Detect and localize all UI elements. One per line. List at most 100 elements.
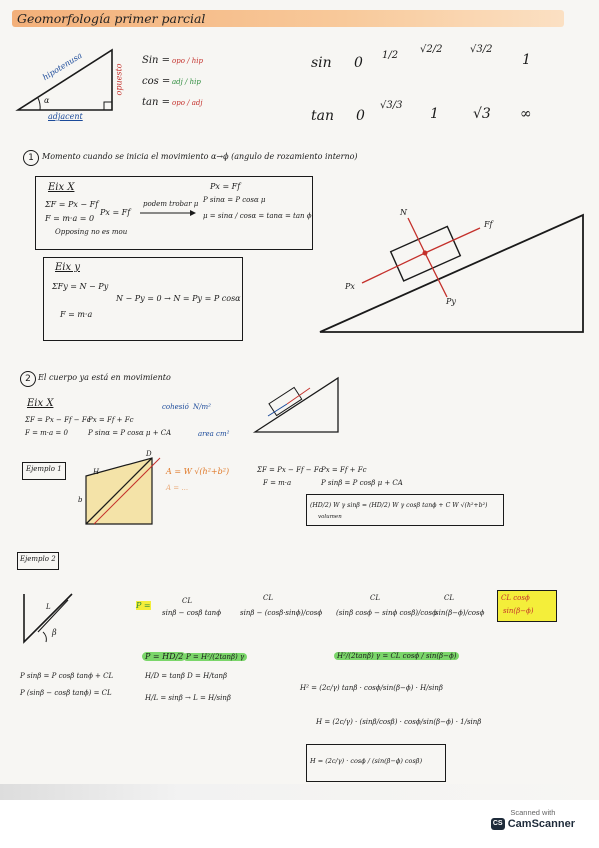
camscanner-logo: CS CamScanner (490, 818, 575, 830)
force-py-label: Py (446, 297, 456, 306)
section1-eq3: Px = Ff (100, 208, 131, 217)
sin-row-1: 0 (354, 55, 363, 71)
ejemplo1-r2: P sinβ = P cosβ μ + CA (321, 479, 403, 487)
section1-res3: μ = sinα / cosα = tanα = tan ϕ (203, 212, 312, 220)
camscanner-watermark: Scanned with CS CamScanner (490, 808, 575, 830)
ejemplo1-vol: volumen (318, 514, 342, 520)
ejemplo2-l2: P (sinβ − cosβ tanϕ) = CL (20, 689, 112, 697)
green-eq1: P = HD/2 (142, 652, 187, 661)
section1-x-box (35, 176, 313, 250)
section1-res2: P sinα = P cosα μ (203, 196, 266, 204)
section1-arrow (140, 210, 196, 216)
trig-triangle (15, 48, 113, 111)
green-eq2: H²/(2tanβ) γ = CL cosϕ / sin(β−ϕ) (334, 652, 460, 660)
section1-note: Opposing no es mou (55, 228, 128, 236)
green-eq1b: P = H²/(2tanβ) γ (183, 653, 248, 661)
ejemplo1-r1: Px = Ff + Fc (321, 466, 367, 474)
frac3-num: CL (370, 594, 381, 602)
sin-frac: opo / hip (172, 57, 203, 65)
ejemplo2-final: H = (2c/γ) · cosϕ / (sin(β−ϕ) cosβ) (310, 757, 423, 765)
camscanner-icon: CS (490, 818, 505, 830)
title-highlight (12, 10, 564, 27)
section1-y-eq2: F = m·a (60, 310, 93, 319)
ejemplo1-a-eq: A = W √(h²+b²) (166, 467, 230, 476)
frac4-den: sin(β−ϕ)/cosϕ (435, 609, 485, 617)
section1-eix-x: Eix X (48, 182, 75, 193)
ejemplo1-eq2: F = m·a (263, 479, 292, 487)
tan-row-4: √3 (473, 106, 491, 122)
ejemplo2-r1: H² = (2c/γ) tanβ · cosϕ/sin(β−ϕ) · H/sin… (300, 684, 443, 692)
tan-row-5: ∞ (520, 106, 532, 122)
ejemplo1-h: H (93, 468, 100, 476)
force-px-label: Px (345, 282, 355, 291)
incline-diagram-2 (252, 376, 339, 433)
frac5-den: sin(β−ϕ) (503, 607, 534, 615)
sin-row-2: 1/2 (382, 50, 399, 61)
camscanner-name: CamScanner (507, 818, 575, 830)
scanned-with-text: Scanned with (510, 808, 556, 817)
tan-row-0: tan (311, 108, 334, 124)
section2-number: 2 (20, 371, 36, 387)
tan-row-1: 0 (356, 108, 365, 124)
sin-row-3: √2/2 (420, 44, 443, 55)
section1-res1: Px = Ff (210, 182, 241, 191)
frac4-num: CL (444, 594, 455, 602)
section2-eq1: ΣF = Px − Ff − Fc (25, 416, 91, 424)
ejemplo2-beta: β (52, 628, 57, 637)
section1-eq2: F = m·a = 0 (45, 214, 95, 223)
section2-res1: Px = Ff + Fc (88, 416, 134, 424)
section2-cohesio-unit: N/m² (193, 403, 211, 411)
adjacent-label: adjacent (48, 112, 83, 121)
frac2-den: sinβ − (cosβ·sinϕ)/cosϕ (240, 609, 323, 617)
ejemplo2-l: L (46, 603, 51, 611)
final-p-highlight (497, 590, 557, 622)
cos-frac: adj / hip (172, 78, 201, 86)
section1-eq1: ΣF = Px − Ff (45, 200, 99, 209)
ejemplo1-boxed: (HD/2) W γ sinβ = (HD/2) W γ cosβ tanϕ +… (310, 502, 488, 509)
ejemplo1-b: b (78, 496, 83, 504)
section2-area: area cm² (198, 430, 230, 438)
page-title: Geomorfología primer parcial (17, 11, 206, 26)
tan-def: tan = (142, 97, 170, 108)
section1-y-eq1: ΣFy = N − Py (52, 282, 109, 291)
ejemplo1-eq1: ΣF = Px − Ff − Fc (257, 466, 323, 474)
frac1-den: sinβ − cosβ tanϕ (162, 609, 221, 617)
sin-row-5: 1 (522, 52, 531, 68)
ejemplo2-p-eq: P = (136, 601, 151, 610)
frac3-den: (sinβ cosϕ − sinϕ cosβ)/cosϕ (336, 609, 437, 617)
ejemplo2-diagram (23, 593, 73, 644)
ejemplo1-result-box (306, 494, 504, 526)
force-ff-label: Ff (484, 220, 493, 229)
final-result-box (306, 744, 446, 782)
section2-eq2: F = m·a = 0 (25, 429, 68, 437)
sin-def: Sin = (142, 55, 171, 66)
section2-heading: El cuerpo ya está en movimiento (38, 373, 171, 382)
cos-def: cos = (142, 76, 171, 87)
frac2-num: CL (263, 594, 274, 602)
ejemplo2-label-box (17, 552, 59, 570)
ejemplo2-l1: P sinβ = P cosβ tanϕ + CL (20, 672, 114, 680)
sin-row-4: √3/2 (470, 44, 493, 55)
ejemplo1-a2: A = ... (166, 484, 189, 492)
section2-res2: P sinα = P cosα μ + CA (88, 429, 172, 437)
force-n-label: N (400, 208, 407, 217)
ejemplo1-diagram (85, 457, 161, 525)
incline-diagram-1 (319, 213, 584, 333)
section1-heading: Momento cuando se inicia el movimiento α… (42, 152, 358, 161)
section1-y-res: N − Py = 0 → N = Py = P cosα (116, 294, 241, 303)
section2-eix-x: Eix X (27, 398, 54, 409)
ejemplo1-d: D (146, 450, 152, 458)
ejemplo1-label: Ejemplo 1 (26, 465, 62, 473)
ejemplo2-m1: H/D = tanβ D = H/tanβ (145, 672, 228, 680)
tan-frac: opo / adj (172, 99, 203, 107)
section1-number: 1 (23, 150, 39, 166)
section1-y-box (43, 257, 243, 341)
ejemplo2-label: Ejemplo 2 (20, 555, 56, 563)
sin-row-0: sin (311, 55, 332, 71)
alpha-label: α (44, 96, 50, 105)
section2-cohesio: cohesió (162, 403, 189, 411)
section1-arrow-label: podem trobar μ (143, 200, 199, 208)
scan-edge (0, 784, 599, 800)
tan-row-3: 1 (430, 106, 439, 122)
tan-row-2: √3/3 (380, 100, 403, 111)
